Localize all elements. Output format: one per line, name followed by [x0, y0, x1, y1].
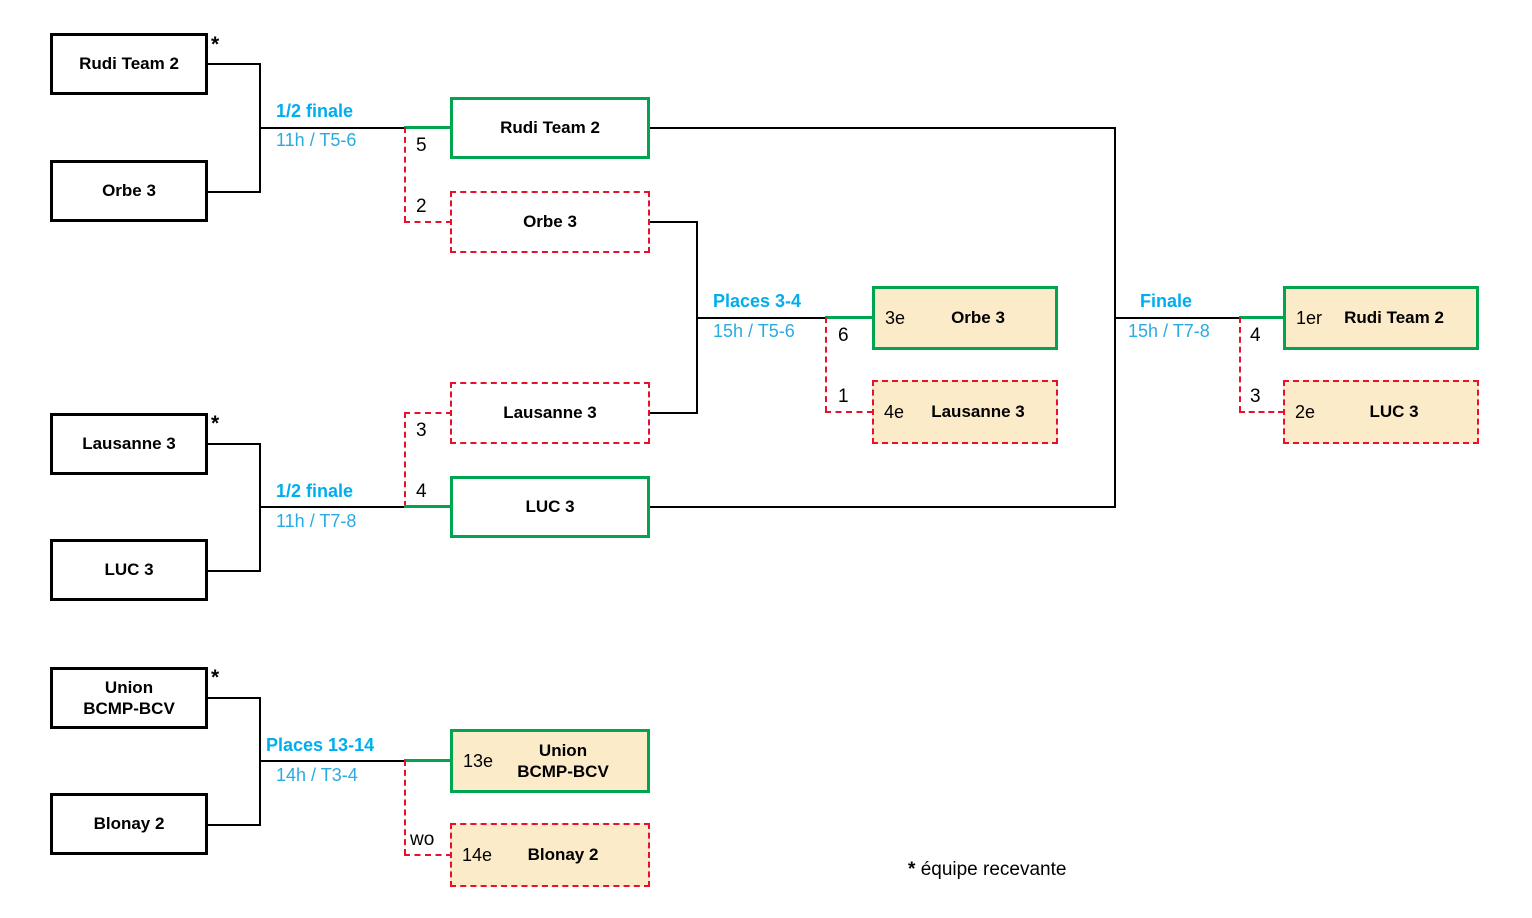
- score-loser: 1: [838, 386, 849, 407]
- connector-line: [208, 824, 261, 826]
- winner-line: [404, 126, 452, 129]
- team-name-line2: BCMP-BCV: [83, 699, 175, 718]
- team-name: Rudi Team 2: [1344, 308, 1444, 328]
- match-time: 11h / T7-8: [276, 511, 357, 531]
- score-winner: 4: [416, 481, 427, 502]
- match-time: 14h / T3-4: [276, 765, 358, 785]
- team-name: Lausanne 3: [82, 434, 176, 454]
- team-name: LUC 3: [525, 497, 575, 517]
- connector-line: [208, 697, 261, 699]
- loser-line: [404, 854, 452, 856]
- legend-star: *: [908, 859, 916, 880]
- connector-line: [650, 412, 698, 414]
- match-label: Places 3-4: [713, 291, 802, 311]
- loser-line: [1239, 317, 1241, 412]
- score-winner: 4: [1250, 325, 1261, 346]
- connector-line: [208, 570, 261, 572]
- semi-b-loser-box[interactable]: Lausanne 3: [450, 382, 650, 444]
- team-name-line2: BCMP-BCV: [517, 762, 609, 781]
- connector-line: [259, 760, 405, 762]
- connector-line: [650, 221, 698, 223]
- rank-4-box[interactable]: 4e Lausanne 3: [872, 380, 1058, 444]
- host-star: *: [211, 33, 220, 56]
- semi-a-loser-box[interactable]: Orbe 3: [450, 191, 650, 253]
- loser-line: [404, 127, 406, 222]
- match-label: 1/2 finale: [276, 101, 354, 121]
- rank-label: 13e: [463, 750, 494, 771]
- loser-line: [825, 317, 827, 412]
- winner-line: [1239, 316, 1284, 319]
- rank-label: 3e: [885, 307, 906, 328]
- team-name: Blonay 2: [527, 845, 599, 865]
- score-loser: 2: [416, 196, 427, 217]
- score-winner: 5: [416, 135, 427, 156]
- match-label: 1/2 finale: [276, 481, 354, 501]
- match-label: Places 13-14: [266, 735, 375, 755]
- winner-line: [404, 505, 452, 508]
- rank-14-box[interactable]: 14e Blonay 2: [450, 823, 650, 887]
- rank-3-box[interactable]: 3e Orbe 3: [872, 286, 1058, 350]
- rank-label: 14e: [462, 844, 493, 865]
- team-name: Orbe 3: [951, 308, 1005, 328]
- legend: * équipe recevante: [908, 859, 1066, 881]
- team-name: Rudi Team 2: [79, 54, 179, 74]
- connector-line: [650, 506, 1116, 508]
- team-name: Blonay 2: [93, 814, 165, 834]
- connector-line: [208, 191, 261, 193]
- round1-team-box[interactable]: Rudi Team 2: [50, 33, 208, 95]
- team-name-line1: Union: [104, 677, 154, 697]
- rank-label: 2e: [1295, 401, 1316, 422]
- team-name: Rudi Team 2: [500, 118, 600, 138]
- round1-team-box[interactable]: LUC 3: [50, 539, 208, 601]
- match-time: 11h / T5-6: [276, 130, 357, 150]
- score-loser: 3: [1250, 386, 1261, 407]
- connector-line: [208, 63, 261, 65]
- score-loser-wo: wo: [410, 829, 435, 850]
- host-star: *: [211, 666, 220, 689]
- match-label: Finale: [1140, 291, 1193, 311]
- team-name: Orbe 3: [102, 181, 156, 201]
- connector-line: [650, 127, 1116, 129]
- loser-line: [825, 411, 873, 413]
- round1-team-box[interactable]: Lausanne 3: [50, 413, 208, 475]
- winner-line: [404, 759, 452, 762]
- host-star: *: [211, 412, 220, 435]
- semi-b-winner-box[interactable]: LUC 3: [450, 476, 650, 538]
- match-time: 15h / T5-6: [713, 321, 795, 341]
- connector-line: [696, 317, 826, 319]
- rank-1-box[interactable]: 1er Rudi Team 2: [1283, 286, 1479, 350]
- legend-text: équipe recevante: [920, 859, 1067, 880]
- team-name: Lausanne 3: [931, 402, 1025, 422]
- team-name: Orbe 3: [523, 212, 577, 232]
- rank-label: 4e: [884, 401, 905, 422]
- rank-13-box[interactable]: 13e Union BCMP-BCV: [450, 729, 650, 793]
- loser-line: [404, 412, 406, 507]
- winner-line: [825, 316, 873, 319]
- team-name: Union BCMP-BCV: [453, 740, 647, 783]
- connector-line: [208, 443, 261, 445]
- team-name: Lausanne 3: [503, 403, 597, 423]
- team-name-line1: Union: [538, 740, 588, 760]
- connector-line: [259, 127, 405, 129]
- score-loser: 3: [416, 420, 427, 441]
- rank-2-box[interactable]: 2e LUC 3: [1283, 380, 1479, 444]
- rank-label: 1er: [1296, 307, 1323, 328]
- connector-line: [259, 506, 405, 508]
- score-winner: 6: [838, 325, 849, 346]
- round1-team-box[interactable]: Blonay 2: [50, 793, 208, 855]
- round1-team-box[interactable]: Union BCMP-BCV: [50, 667, 208, 729]
- team-name: LUC 3: [1369, 402, 1419, 422]
- match-time: 15h / T7-8: [1128, 321, 1210, 341]
- connector-line: [1114, 317, 1241, 319]
- loser-line: [404, 221, 452, 223]
- loser-line: [1239, 411, 1284, 413]
- loser-line: [404, 412, 452, 414]
- team-name: LUC 3: [104, 560, 154, 580]
- round1-team-box[interactable]: Orbe 3: [50, 160, 208, 222]
- semi-a-winner-box[interactable]: Rudi Team 2: [450, 97, 650, 159]
- loser-line: [404, 760, 406, 855]
